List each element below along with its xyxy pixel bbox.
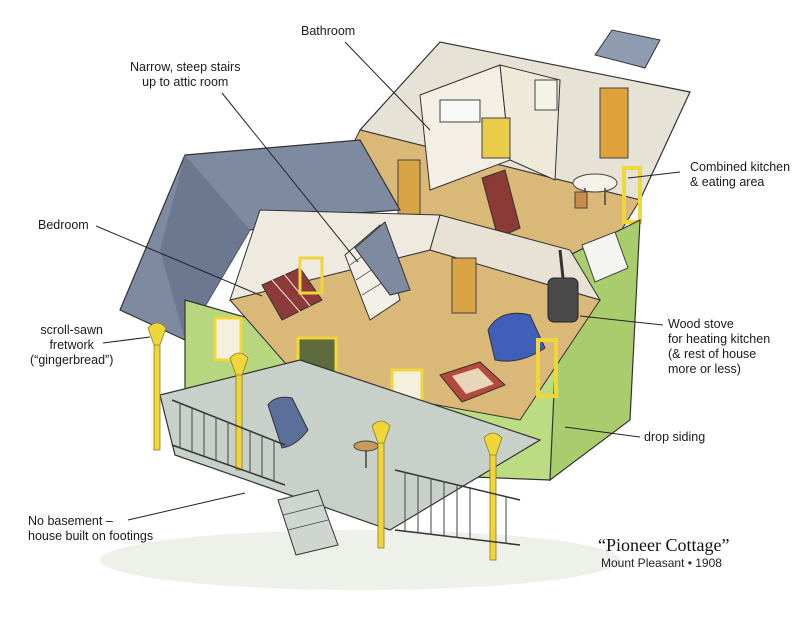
kitchen-back-door (599, 87, 629, 159)
step-edge (282, 504, 324, 516)
label-kitchen: Combined kitchen & eating area (690, 160, 790, 190)
blue-sofa (487, 312, 546, 362)
leader-stove (579, 315, 664, 326)
leader-fretwork (102, 336, 151, 344)
leader-siding (564, 426, 641, 438)
stair-gable (354, 221, 411, 296)
kitchen-chair (574, 191, 588, 209)
label-bathroom: Bathroom (301, 24, 356, 38)
porch-post (153, 329, 161, 451)
leader-bathroom (344, 41, 431, 131)
label-stove-line3: (& rest of house (668, 347, 757, 361)
label-kitchen-line2: & eating area (690, 175, 765, 189)
label-stairs-line1: Narrow, steep stairs (130, 60, 241, 74)
label-stairs-line2: up to attic room (142, 75, 229, 89)
porch-rail-left-bottom (171, 444, 286, 486)
leader-bedroom (95, 225, 263, 297)
leader-stairs (221, 92, 359, 263)
porch-table (353, 440, 379, 452)
label-bedroom: Bedroom (38, 218, 89, 232)
label-stove-line1: Wood stove (668, 317, 734, 331)
ground-shadow (100, 530, 620, 590)
bathroom-door (397, 159, 421, 216)
label-fretwork-line3: (“gingerbread”) (30, 353, 114, 367)
label-stove-line4: more or less) (668, 362, 741, 376)
leader-lines (95, 41, 681, 521)
label-kitchen-line1: Combined kitchen (690, 160, 791, 174)
kitchen-hutch (481, 169, 521, 239)
label-fretwork-line1: scroll-sawn (40, 323, 103, 337)
gingerbread-bracket (229, 352, 249, 376)
label-basement: No basement – house built on footings (28, 514, 153, 544)
kitchen-table (572, 173, 618, 193)
gingerbread-bracket (483, 432, 503, 456)
kitchen-window (534, 79, 558, 111)
step-edge (287, 519, 329, 531)
rug-inner (452, 368, 494, 394)
stove-pipe (558, 249, 565, 279)
porch-post (235, 359, 243, 471)
wood-stove (547, 277, 579, 323)
label-stove-line2: for heating kitchen (668, 332, 771, 346)
kitchen-side-window (622, 166, 642, 224)
bathroom-cabinet (481, 117, 511, 159)
porch-post (377, 427, 385, 549)
front-steps (277, 489, 339, 556)
chimney (594, 29, 661, 69)
porch-balusters-right (404, 472, 507, 544)
porch-armchair (267, 396, 309, 449)
label-fretwork: scroll-sawn fretwork (“gingerbread”) (30, 323, 113, 368)
side-window (536, 338, 558, 398)
label-fretwork-line2: fretwork (49, 338, 94, 352)
leader-kitchen (627, 171, 681, 179)
interior-door (451, 257, 477, 314)
bed (261, 267, 323, 321)
label-stove: Wood stove for heating kitchen (& rest o… (668, 317, 770, 377)
bed-plaid (283, 273, 311, 307)
label-siding: drop siding (644, 430, 706, 444)
leader-basement (127, 492, 246, 521)
caption-subtitle: Mount Pleasant • 1908 (601, 556, 722, 570)
caption-title: “Pioneer Cottage” (598, 535, 730, 555)
label-basement-line2: house built on footings (28, 529, 154, 543)
gingerbread-bracket (147, 322, 167, 346)
label-stairs: Narrow, steep stairs up to attic room (130, 60, 240, 90)
bed-plaid (271, 279, 301, 313)
porch-balusters-left (179, 403, 275, 481)
roof-ridge-shadow (160, 155, 250, 340)
label-basement-line1: No basement – (28, 514, 113, 528)
kitchen-range (581, 231, 629, 283)
gingerbread-bracket (371, 420, 391, 444)
bedroom-window (298, 256, 324, 295)
bathtub (439, 99, 481, 123)
